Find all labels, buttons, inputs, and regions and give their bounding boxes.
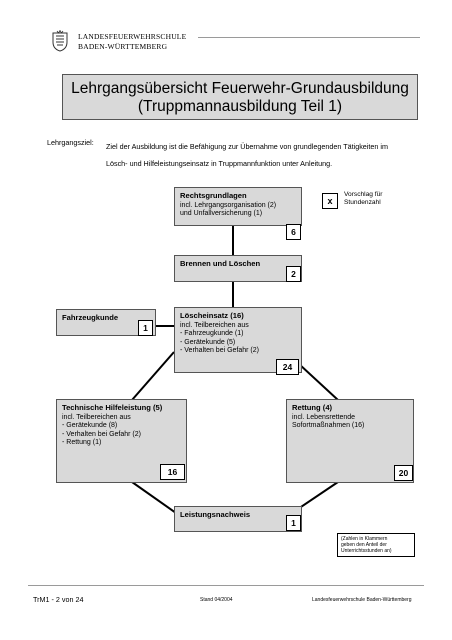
coat-of-arms-icon	[52, 30, 68, 52]
legend-text: Vorschlag für Stundenzahl	[344, 191, 414, 207]
legend-line1: Vorschlag für	[344, 191, 383, 198]
module-brennen-und-loeschen: Brennen und Löschen	[174, 255, 302, 282]
course-goal-label: Lehrgangsziel:	[47, 138, 94, 147]
header-divider	[198, 37, 420, 38]
module-detail: incl. Teilbereichen aus	[62, 413, 131, 421]
hours-badge-brennen: 2	[286, 266, 301, 282]
footer-publisher: Landesfeuerwehrschule Baden-Württemberg	[312, 597, 412, 603]
module-detail: incl. Lebensrettende	[292, 413, 356, 421]
module-title: Fahrzeugkunde	[62, 313, 119, 322]
module-detail: - Fahrzeugkunde (1)	[180, 330, 244, 338]
module-leistungsnachweis: Leistungsnachweis	[174, 506, 302, 532]
course-goal-line2: Lösch- und Hilfeleistungseinsatz in Trup…	[106, 159, 333, 168]
page-subtitle: (Truppmannausbildung Teil 1)	[137, 98, 343, 115]
page-title: Lehrgangsübersicht Feuerwehr-Grundausbil…	[71, 80, 409, 97]
module-detail: incl. Lehrgangsorganisation (2)	[180, 201, 277, 209]
hours-badge-rettung: 20	[394, 465, 413, 481]
note-line3: Unterrichtsstunden an)	[341, 548, 392, 554]
hours-badge-technische-hilfeleistung: 16	[160, 464, 185, 480]
module-title: Leistungsnachweis	[180, 510, 251, 519]
module-detail: - Rettung (1)	[62, 439, 102, 447]
module-detail: incl. Teilbereichen aus	[180, 321, 249, 329]
hours-badge-fahrzeugkunde: 1	[138, 320, 153, 336]
module-detail: - Gerätekunde (5)	[180, 338, 236, 346]
note-line1: (Zahlen in Klammern	[341, 536, 388, 542]
hours-badge-loescheinsatz: 24	[276, 359, 299, 375]
hours-badge-rechtsgrundlagen: 6	[286, 224, 301, 240]
legend-line2: Stundenzahl	[344, 199, 381, 206]
module-title: Rettung (4)	[292, 403, 333, 412]
hours-badge-leistungsnachweis: 1	[286, 515, 301, 531]
module-title: Löscheinsatz (16)	[180, 311, 244, 320]
legend-hours-marker: x	[322, 193, 338, 209]
module-detail: - Verhalten bei Gefahr (2)	[180, 347, 259, 355]
module-detail: - Verhalten bei Gefahr (2)	[62, 430, 141, 438]
module-rettung: Rettung (4) incl. Lebensrettende Sofortm…	[286, 399, 414, 483]
module-title: Brennen und Löschen	[180, 259, 261, 268]
module-title: Technische Hilfeleistung (5)	[62, 403, 163, 412]
module-detail: Sofortmaßnahmen (16)	[292, 422, 365, 430]
module-title: Rechtsgrundlagen	[180, 191, 247, 200]
institution-name-line2: BADEN-WÜRTTEMBERG	[78, 42, 168, 51]
footer-divider	[28, 585, 424, 586]
footer-stand: Stand 04/2004	[200, 597, 233, 603]
institution-name-line1: LANDESFEUERWEHRSCHULE	[78, 32, 187, 41]
footer-page-number: TrM1 - 2 von 24	[33, 595, 84, 604]
course-goal-line1: Ziel der Ausbildung ist die Befähigung z…	[106, 142, 388, 151]
course-goal-text: Ziel der Ausbildung ist die Befähigung z…	[106, 138, 436, 172]
module-detail: und Unfallversicherung (1)	[180, 210, 263, 218]
note-line2: geben den Anteil der	[341, 542, 387, 548]
page-title-box: Lehrgangsübersicht Feuerwehr-Grundausbil…	[62, 74, 418, 120]
module-rechtsgrundlagen: Rechtsgrundlagen incl. Lehrgangsorganisa…	[174, 187, 302, 226]
module-detail: - Gerätekunde (8)	[62, 422, 118, 430]
hours-note: (Zahlen in Klammern geben den Anteil der…	[337, 533, 415, 557]
